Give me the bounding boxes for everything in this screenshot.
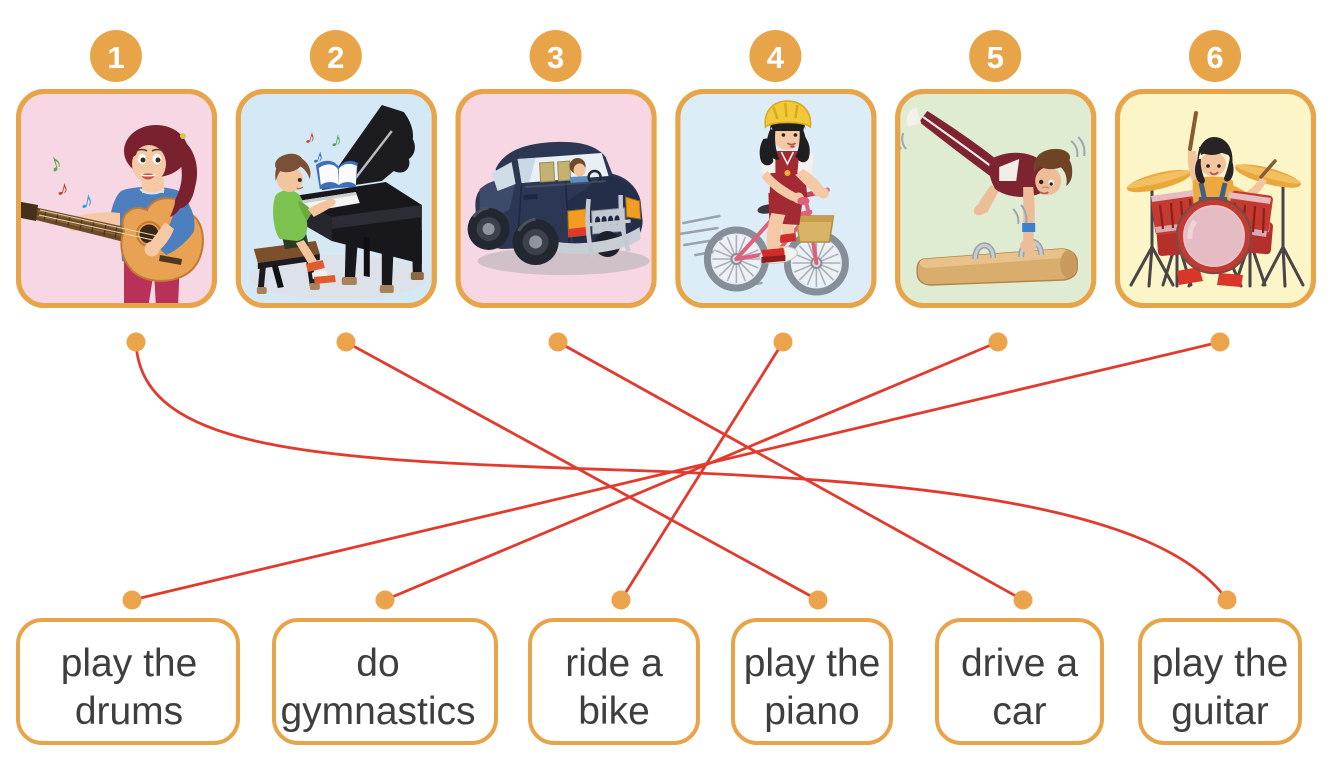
svg-text:play the: play the <box>61 642 198 685</box>
svg-text:♪: ♪ <box>79 186 96 216</box>
svg-text:drive a: drive a <box>961 642 1078 685</box>
svg-text:ride a: ride a <box>565 642 663 685</box>
svg-text:♪: ♪ <box>329 128 344 153</box>
svg-text:drums: drums <box>75 690 183 733</box>
svg-text:gymnastics: gymnastics <box>280 690 475 733</box>
svg-text:piano: piano <box>764 690 859 733</box>
svg-text:play the: play the <box>744 642 881 685</box>
svg-text:5: 5 <box>987 40 1004 75</box>
svg-text:2: 2 <box>327 40 344 75</box>
svg-text:car: car <box>992 690 1046 733</box>
svg-text:bike: bike <box>578 690 650 733</box>
svg-text:3: 3 <box>547 40 564 75</box>
svg-text:4: 4 <box>767 40 785 75</box>
svg-text:6: 6 <box>1206 40 1223 75</box>
svg-text:1: 1 <box>107 40 124 75</box>
svg-text:guitar: guitar <box>1171 690 1269 733</box>
svg-text:do: do <box>356 642 399 685</box>
svg-text:play the: play the <box>1152 642 1289 685</box>
